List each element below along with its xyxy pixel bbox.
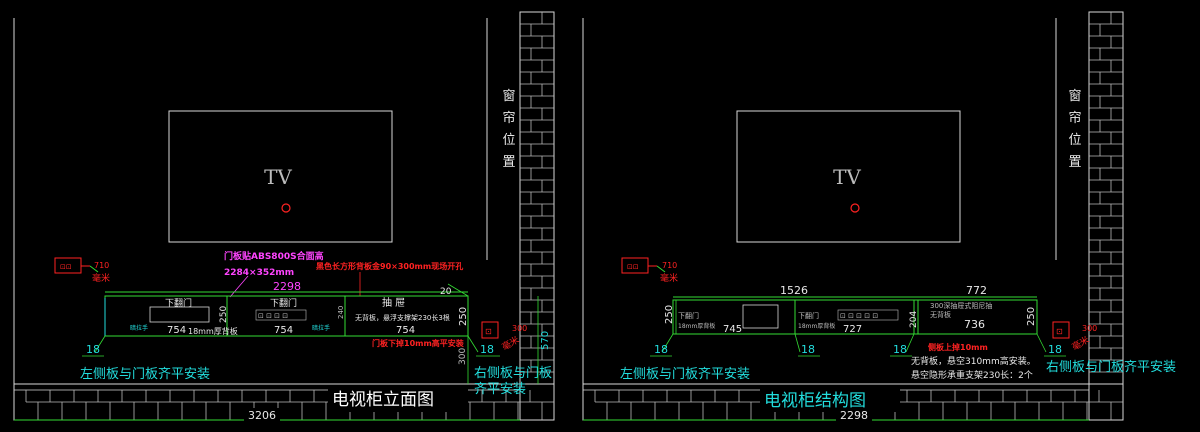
brick-pattern [25, 12, 554, 420]
window-char-4: 置 [502, 155, 515, 170]
dim-250-left-2: 250 [664, 305, 675, 324]
dim-745: 745 [723, 324, 742, 335]
drawer-label: 抽 屉 [382, 296, 405, 309]
svg-text:⊡⊡: ⊡⊡ [60, 263, 72, 271]
door1-sub-2: 18mm厚背板 [678, 322, 715, 330]
svg-text:⊡: ⊡ [1056, 327, 1063, 336]
dim-250-height: 250 [219, 306, 229, 323]
side-drop-note: 侧板上掉10mm [928, 342, 988, 352]
caption-left-panel-install: 左侧板与门板齐平安装 [80, 366, 210, 382]
door2-outlets-2 [837, 309, 899, 321]
caption-right-2: 右侧板与门板齐平安装 [1046, 359, 1176, 375]
door2-outlets [255, 309, 307, 321]
svg-text:⊡: ⊡ [485, 327, 492, 336]
door-drop-note: 门板下掉10mm高平安装 [372, 338, 464, 348]
door-note-2: 2284×352mm [224, 268, 294, 278]
socket-dim-2: 710 [662, 261, 677, 270]
shelf-note-1: 300深抽屉式阻尼抽 [930, 301, 992, 310]
dim-floor-left: 3206 [248, 409, 276, 422]
door2-label-2: 下翻门 [798, 311, 819, 320]
dim-754-c: 754 [396, 325, 415, 336]
socket-unit: 毫米 [92, 272, 110, 284]
brick-pattern-2 [594, 12, 1123, 420]
door-note-1: 门板贴ABS800S合面高 [224, 250, 324, 262]
dim-18-left: 18 [86, 343, 100, 356]
tv-label-2: TV [833, 165, 861, 189]
dim-727: 727 [843, 324, 862, 335]
dim-772: 772 [966, 284, 987, 297]
socket-right-icon-2 [1052, 321, 1070, 339]
dim-204: 204 [909, 311, 919, 328]
socket-right-icon [481, 321, 499, 339]
tv-outline [168, 110, 393, 243]
dim-18-a: 18 [654, 343, 668, 356]
dim-1526: 1526 [780, 284, 808, 297]
note-1: 无背板，悬空310mm高安装。 [911, 355, 1036, 367]
svg-text:⊡⊡: ⊡⊡ [627, 263, 639, 271]
back-board-note: 黑色长方形背板金90×300mm现场开孔 [316, 261, 463, 271]
hinge-a: 暗拉手 [130, 324, 148, 332]
door1-label-2: 下翻门 [678, 311, 699, 320]
dim-736: 736 [964, 318, 985, 331]
note-2: 悬空隐形承重支架230长：2个 [911, 369, 1033, 381]
socket-dim: 710 [94, 261, 109, 270]
dim-floor-right: 2298 [840, 409, 868, 422]
dim-total: 2298 [273, 280, 301, 293]
door1-panel-2 [742, 304, 779, 329]
dim-18-b: 18 [801, 343, 815, 356]
door1-handle-slot [149, 306, 210, 323]
left-panel: 窗 帘 位 置 TV ⊡⊡ 710 毫米 门板贴ABS800S合面高 2284×… [13, 11, 555, 422]
right-panel: 窗 帘 位 置 TV ⊡⊡ 710 毫米 1526 772 250 下翻门 18… [582, 11, 1176, 422]
dim-right-250: 250 [458, 307, 469, 326]
window-char-3: 位 [502, 133, 515, 148]
tv-label: TV [264, 165, 292, 189]
dim-754-a: 754 [167, 325, 186, 336]
window-char-1b: 窗 [1068, 88, 1081, 104]
caption-right-panel-install-2: 齐平安装 [474, 381, 526, 397]
back-board-label: 18mm厚背板 [188, 326, 238, 336]
dim-18-c: 18 [893, 343, 907, 356]
tv-mount-icon-2 [850, 203, 860, 213]
dim-570: 570 [540, 331, 551, 350]
socket-right-dim-2: 300 [1082, 324, 1097, 333]
socket-right-unit-2: 毫米 [1070, 334, 1092, 353]
dim-18-d: 18 [1048, 343, 1062, 356]
caption-right-panel-install-1: 右侧板与门板 [474, 366, 552, 381]
dim-250-right-2: 250 [1026, 307, 1037, 326]
dim-754-b: 754 [274, 325, 293, 336]
door2-label: 下翻门 [270, 297, 297, 309]
dim-20: 20 [440, 287, 452, 297]
door1-label: 下翻门 [165, 297, 192, 309]
caption-left-2: 左侧板与门板齐平安装 [620, 366, 750, 382]
svg-text:⊡ ⊡ ⊡ ⊡ ⊡: ⊡ ⊡ ⊡ ⊡ ⊡ [840, 312, 878, 320]
dim-18-right: 18 [480, 343, 494, 356]
shelf-note-2: 无背板 [930, 310, 951, 319]
right-drawing-title: 电视柜结构图 [764, 391, 866, 411]
window-char-1: 窗 [502, 88, 515, 104]
tv-mount-icon [281, 203, 291, 213]
hinge-b: 暗拉手 [312, 324, 330, 332]
svg-text:⊡ ⊡ ⊡ ⊡: ⊡ ⊡ ⊡ ⊡ [258, 312, 288, 320]
window-char-2b: 帘 [1068, 110, 1081, 126]
window-char-3b: 位 [1068, 133, 1081, 148]
tv-outline-2 [736, 110, 961, 243]
left-drawing-title: 电视柜立面图 [332, 390, 434, 410]
socket-right-dim: 300 [512, 324, 527, 333]
window-char-4b: 置 [1068, 155, 1081, 170]
dim-240-height: 240 [337, 306, 345, 319]
socket-unit-2: 毫米 [660, 272, 678, 284]
window-char-2: 帘 [502, 110, 515, 126]
drawer-note: 无背板，悬浮支撑架230长3根 [355, 313, 450, 322]
door2-sub-2: 18mm厚背板 [798, 322, 835, 330]
dim-300-vert: 300 [458, 348, 468, 365]
socket-right-unit: 毫米 [500, 334, 522, 353]
